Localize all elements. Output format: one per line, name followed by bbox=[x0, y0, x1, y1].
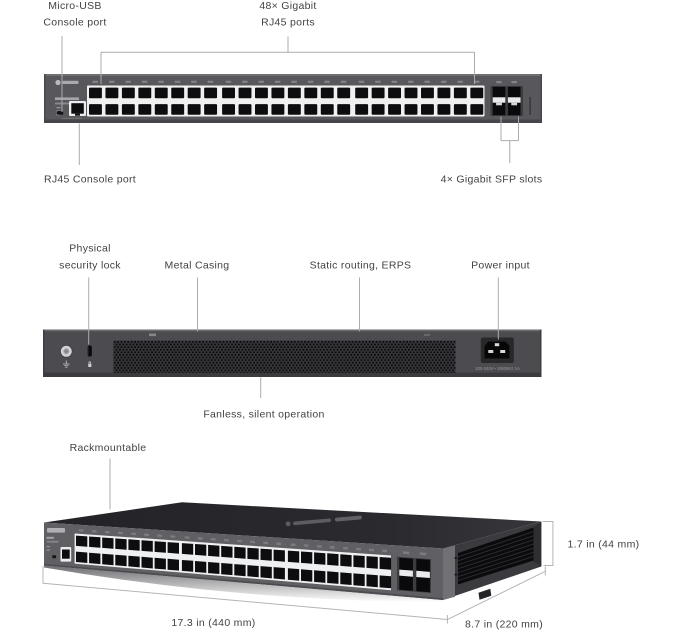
svg-text:RJ45 Console port: RJ45 Console port bbox=[44, 174, 136, 186]
svg-text:Rackmountable: Rackmountable bbox=[70, 442, 147, 454]
svg-text:Power input: Power input bbox=[471, 260, 530, 272]
svg-text:Static routing, ERPS: Static routing, ERPS bbox=[310, 260, 412, 272]
svg-text:Metal Casing: Metal Casing bbox=[165, 260, 230, 272]
svg-text:100-240V~ 50/60Hz 1A: 100-240V~ 50/60Hz 1A bbox=[475, 366, 520, 371]
svg-text:4× Gigabit SFP slots: 4× Gigabit SFP slots bbox=[441, 174, 543, 186]
svg-text:RJ45 ports: RJ45 ports bbox=[261, 17, 315, 29]
svg-text:1.7 in (44 mm): 1.7 in (44 mm) bbox=[568, 539, 640, 551]
svg-text:17.3 in (440 mm): 17.3 in (440 mm) bbox=[171, 617, 255, 629]
svg-text:Physical: Physical bbox=[69, 243, 111, 255]
svg-text:security lock: security lock bbox=[59, 260, 121, 272]
svg-text:Micro-USB: Micro-USB bbox=[48, 0, 101, 12]
svg-text:Fanless, silent operation: Fanless, silent operation bbox=[203, 409, 324, 421]
svg-text:48× Gigabit: 48× Gigabit bbox=[259, 0, 316, 12]
svg-text:8.7 in (220 mm): 8.7 in (220 mm) bbox=[465, 619, 543, 630]
svg-text:Console port: Console port bbox=[43, 17, 106, 29]
